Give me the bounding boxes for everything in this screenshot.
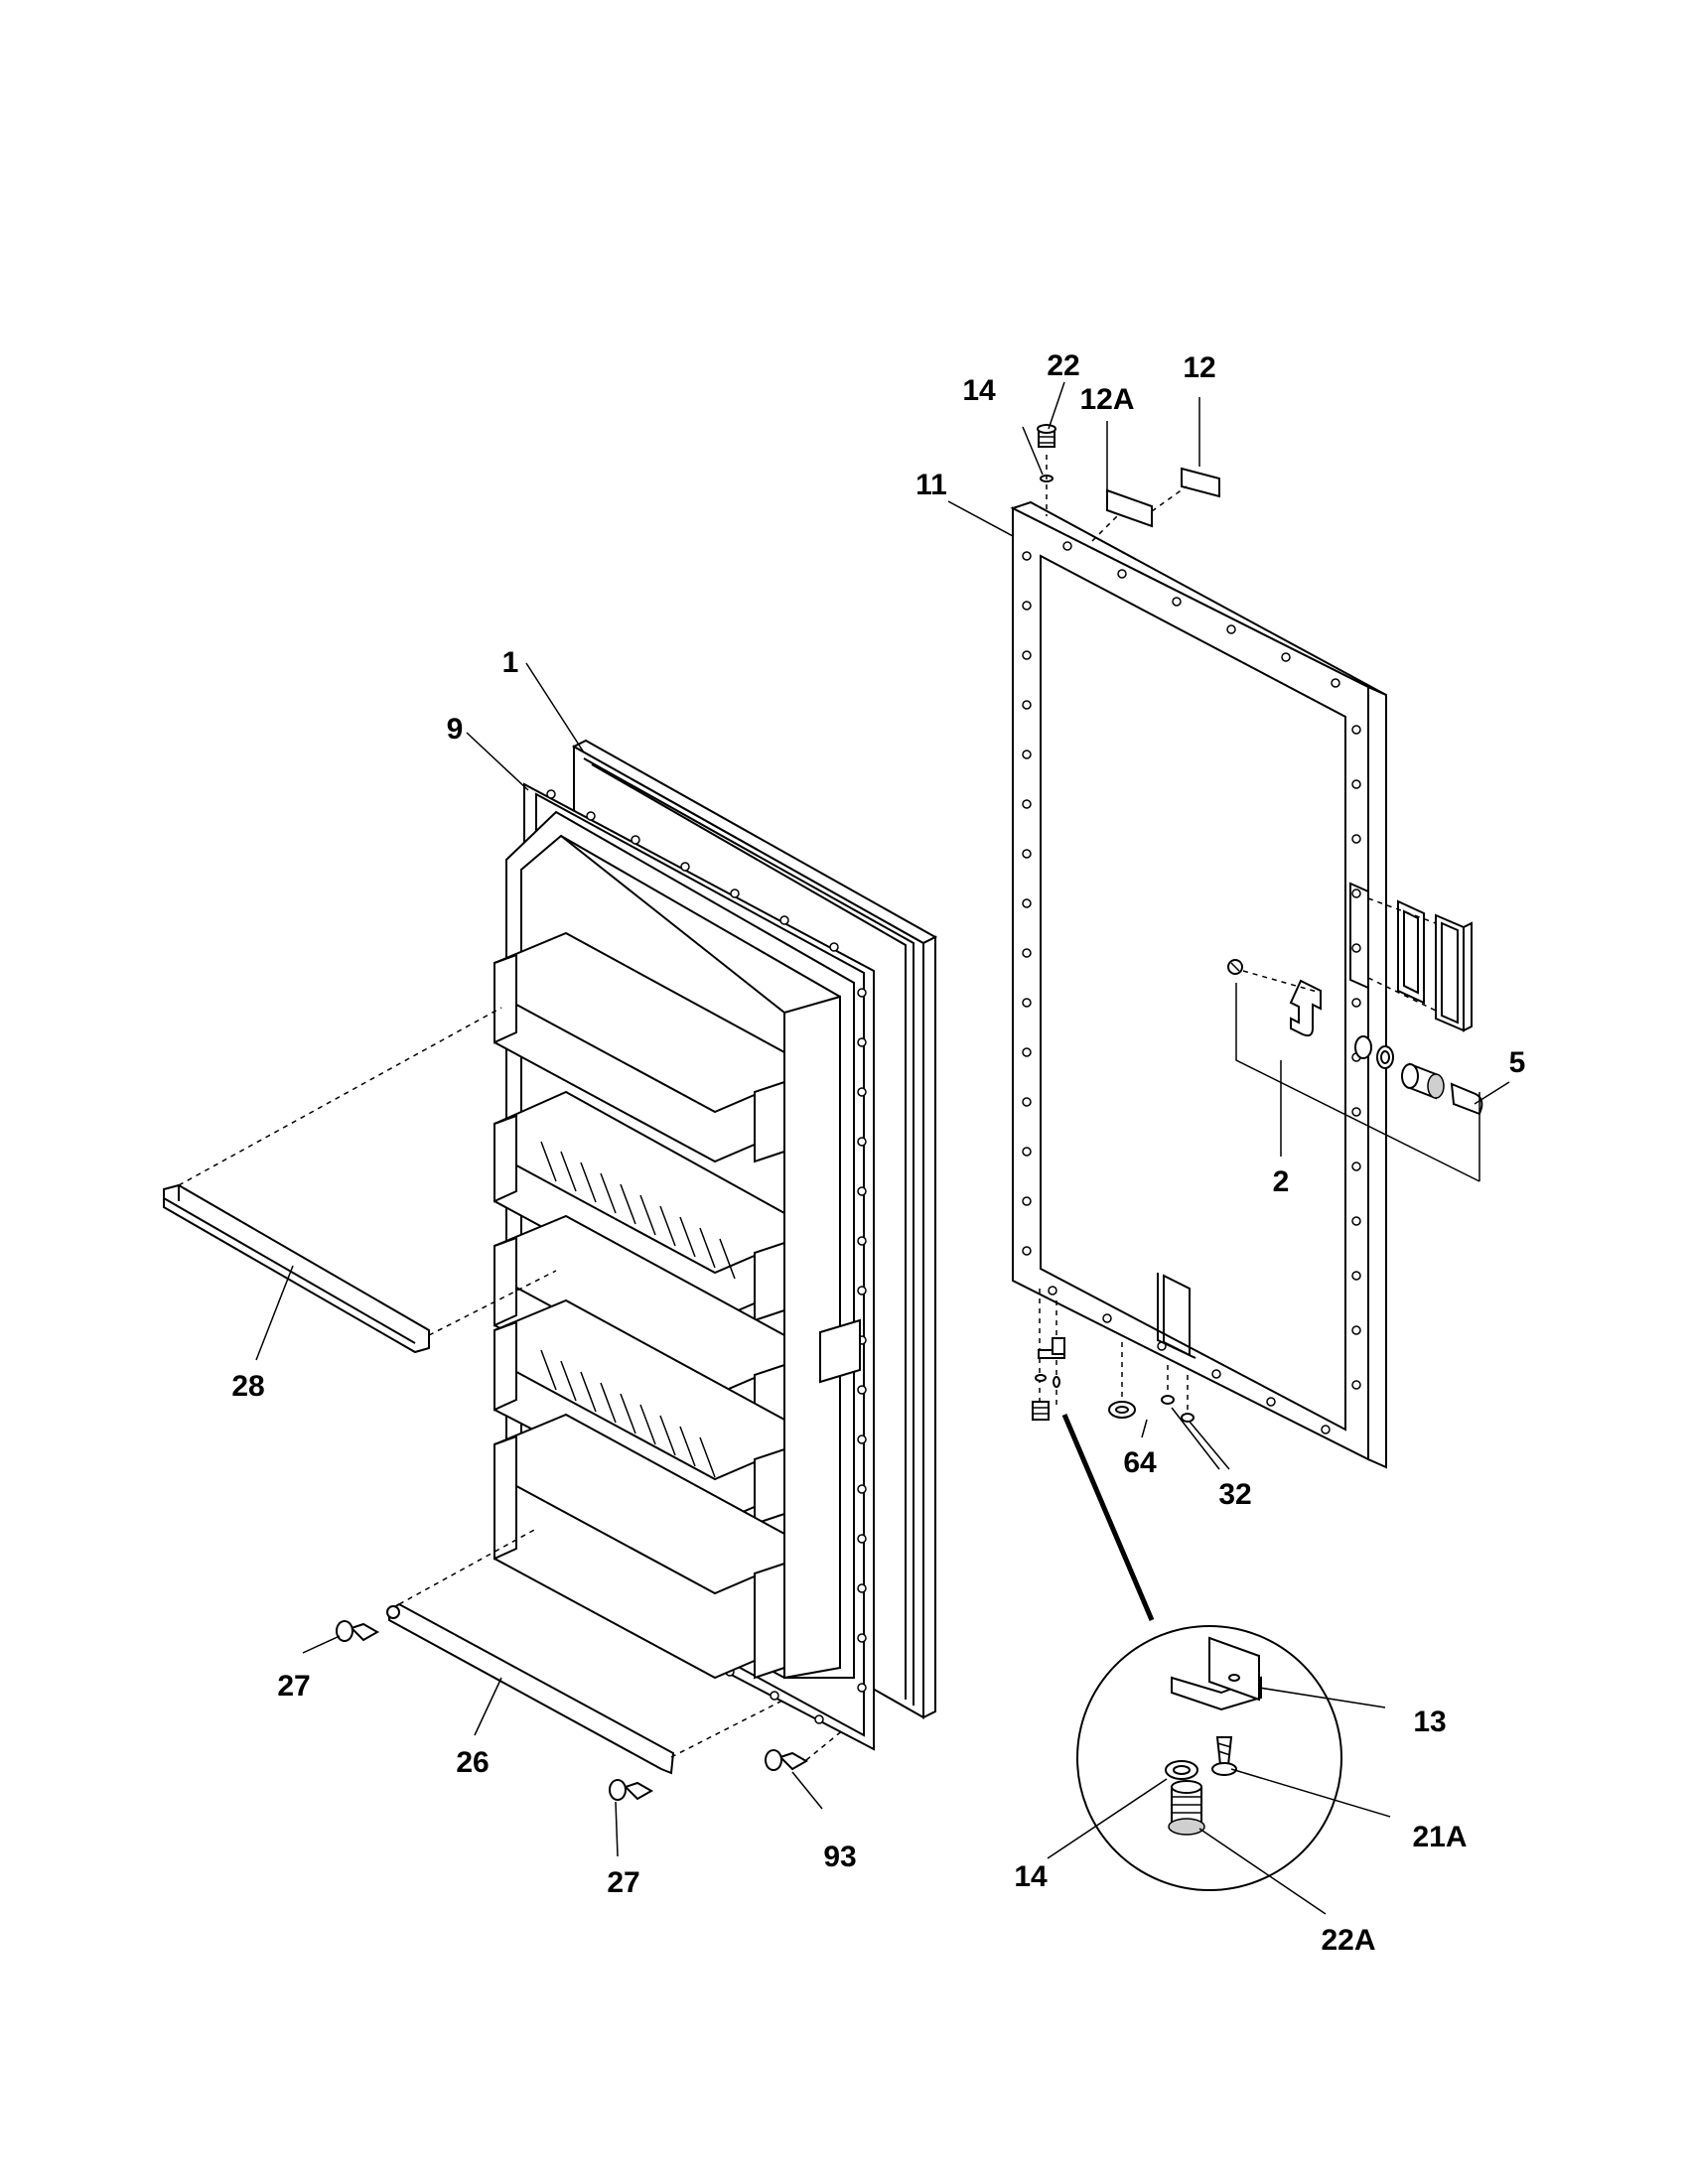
detail-callout — [1061, 1414, 1342, 1891]
label-part-11: 11 — [915, 469, 947, 501]
lock-assembly — [1227, 959, 1483, 1182]
label-part-64: 64 — [1123, 1446, 1157, 1479]
label-part-14-top: 14 — [962, 374, 996, 407]
bottom-hinge-parts — [1032, 1289, 1195, 1423]
outer-door-panel — [1010, 500, 1387, 1469]
label-part-22a: 22A — [1321, 1924, 1375, 1957]
label-part-28: 28 — [231, 1370, 264, 1403]
label-part-21a: 21A — [1412, 1821, 1467, 1853]
panel-screw-holes — [1022, 541, 1361, 1434]
label-part-26: 26 — [456, 1746, 489, 1779]
label-part-27-upper: 27 — [277, 1670, 310, 1703]
label-part-2: 2 — [1273, 1165, 1290, 1198]
label-part-93: 93 — [823, 1841, 856, 1873]
shelf-bar-28 — [163, 1007, 557, 1354]
leader-lines — [255, 381, 1510, 1915]
screws-27-93 — [336, 1620, 845, 1801]
label-part-13: 13 — [1413, 1706, 1446, 1738]
label-part-12a: 12A — [1079, 383, 1134, 416]
label-part-12: 12 — [1183, 351, 1215, 384]
label-part-9: 9 — [447, 713, 464, 746]
shelf-bar-26 — [386, 1528, 785, 1775]
top-hinge-parts — [1037, 424, 1220, 542]
label-part-14-detail: 14 — [1014, 1860, 1048, 1893]
label-part-22: 22 — [1047, 349, 1079, 382]
label-part-27-lower: 27 — [607, 1866, 639, 1899]
part-number-labels: 1 9 11 14 22 12A 12 5 2 28 64 32 13 21A … — [231, 349, 1525, 1957]
label-part-5: 5 — [1509, 1046, 1526, 1079]
label-part-32: 32 — [1218, 1478, 1251, 1511]
door-shelves — [493, 931, 785, 1680]
door-handle-assembly — [1367, 897, 1473, 1032]
label-part-1: 1 — [502, 646, 519, 679]
